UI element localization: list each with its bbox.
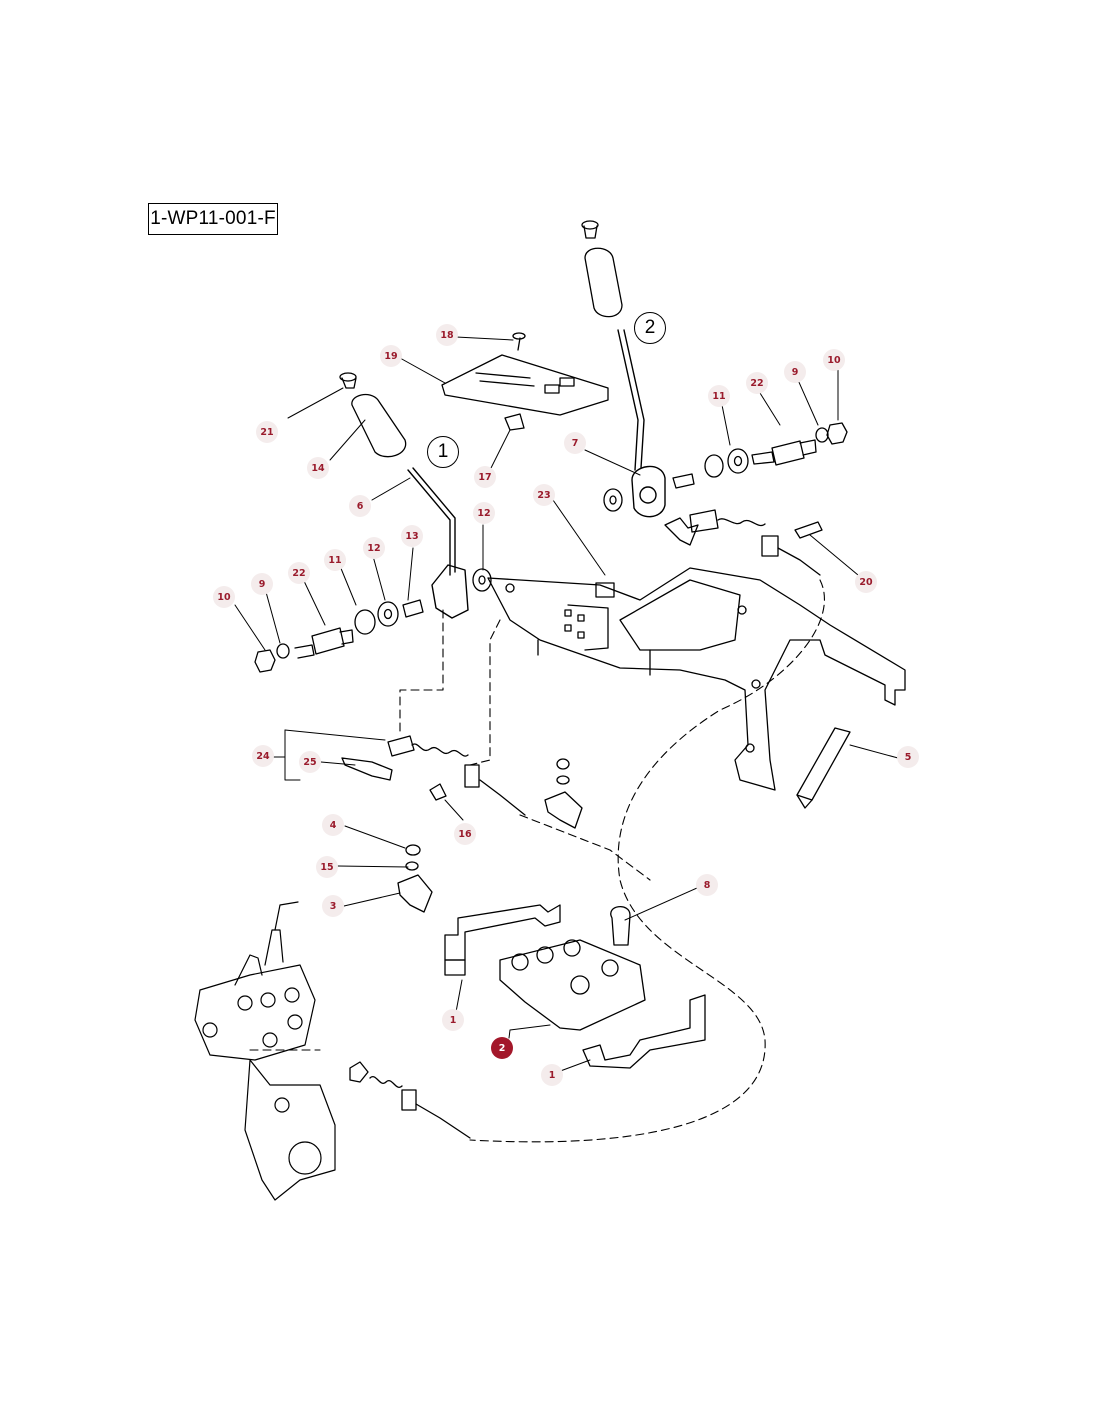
callout-9-right[interactable]: 9 — [784, 361, 806, 383]
callout-15[interactable]: 15 — [316, 856, 338, 878]
callout-23[interactable]: 23 — [533, 484, 555, 506]
callout-17[interactable]: 17 — [474, 466, 496, 488]
callout-11-right[interactable]: 11 — [708, 385, 730, 407]
assembly-marker-2: 2 — [634, 312, 666, 344]
lever-knob-left — [339, 372, 407, 458]
cable-clips — [397, 758, 583, 913]
callout-9-left[interactable]: 9 — [251, 573, 273, 595]
lever-2 — [617, 329, 666, 518]
callout-25[interactable]: 25 — [299, 751, 321, 773]
callout-18[interactable]: 18 — [436, 324, 458, 346]
callout-4[interactable]: 4 — [322, 814, 344, 836]
callout-22-left[interactable]: 22 — [288, 562, 310, 584]
assembly-marker-1: 1 — [427, 436, 459, 468]
right-pivot-hardware — [603, 422, 848, 512]
callout-12-lower[interactable]: 12 — [363, 537, 385, 559]
callout-6[interactable]: 6 — [349, 495, 371, 517]
callout-8[interactable]: 8 — [696, 874, 718, 896]
callout-20[interactable]: 20 — [855, 571, 877, 593]
callout-5[interactable]: 5 — [897, 746, 919, 768]
leader-lines — [234, 336, 899, 1074]
callout-21[interactable]: 21 — [256, 421, 278, 443]
lower-cable — [349, 1061, 471, 1139]
lever-knob-right — [581, 220, 623, 318]
cable-clamp-block — [444, 904, 706, 1069]
callout-11-left[interactable]: 11 — [324, 549, 346, 571]
callout-19[interactable]: 19 — [380, 345, 402, 367]
callout-7[interactable]: 7 — [564, 432, 586, 454]
cable-assembly-24 — [341, 735, 526, 816]
callout-10-right[interactable]: 10 — [823, 349, 845, 371]
callout-1-upper[interactable]: 1 — [442, 1009, 464, 1031]
mounting-bracket — [487, 567, 906, 791]
callout-22-right[interactable]: 22 — [746, 372, 768, 394]
callout-1-lower[interactable]: 1 — [541, 1064, 563, 1086]
callout-16[interactable]: 16 — [454, 823, 476, 845]
callout-24[interactable]: 24 — [252, 745, 274, 767]
callout-14[interactable]: 14 — [307, 457, 329, 479]
diagram-reference-label: 1-WP11-001-F — [148, 203, 278, 235]
callout-12-upper[interactable]: 12 — [473, 502, 495, 524]
left-pivot-hardware — [254, 568, 492, 673]
lever-1 — [407, 467, 469, 619]
cable-upper-right — [664, 509, 823, 576]
callout-3[interactable]: 3 — [322, 895, 344, 917]
callout-13[interactable]: 13 — [401, 525, 423, 547]
callout-10-left[interactable]: 10 — [213, 586, 235, 608]
cable-routing-lines — [249, 579, 825, 1143]
selector-plate — [441, 332, 609, 431]
callout-2[interactable]: 2 — [491, 1037, 513, 1059]
control-valve — [194, 901, 336, 1201]
support-rod — [796, 727, 851, 809]
